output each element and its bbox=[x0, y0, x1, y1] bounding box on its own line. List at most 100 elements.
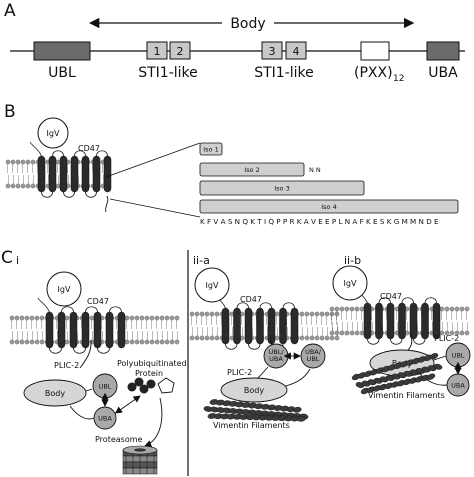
transmembrane-helix bbox=[70, 155, 79, 193]
lipid-head bbox=[354, 306, 360, 312]
lipid-tail bbox=[241, 326, 244, 337]
lipid-tail bbox=[46, 163, 49, 174]
panel-b-label: B bbox=[4, 102, 16, 122]
lipid-head bbox=[9, 315, 15, 321]
transmembrane-helix bbox=[105, 311, 114, 349]
lipid-tail bbox=[22, 174, 25, 185]
lipid-tail bbox=[90, 319, 93, 330]
lipid-head bbox=[214, 311, 220, 317]
lipid-tail bbox=[336, 321, 339, 332]
box-2-num: 2 bbox=[177, 45, 184, 58]
lipid-head bbox=[464, 306, 470, 312]
lipid-head bbox=[5, 159, 11, 165]
lipid-tail bbox=[300, 315, 303, 326]
lipid-head bbox=[329, 306, 335, 312]
lipid-tail bbox=[35, 319, 38, 330]
ubl-label-c-iib: UBL bbox=[452, 352, 465, 360]
lipid-tail bbox=[405, 310, 408, 321]
igv-stalk bbox=[29, 141, 42, 157]
lipid-head bbox=[314, 311, 320, 317]
sti1-label-b: STI1-like bbox=[254, 65, 314, 81]
lipid-tail bbox=[31, 163, 34, 174]
helix-loop bbox=[61, 306, 74, 313]
lipid-head bbox=[159, 339, 165, 345]
lipid-tail bbox=[211, 326, 214, 337]
lipid-tail bbox=[36, 330, 39, 341]
helix-loop bbox=[236, 302, 249, 309]
lipid-head bbox=[64, 315, 70, 321]
lipid-head bbox=[449, 306, 455, 312]
lipid-tail bbox=[130, 319, 133, 330]
lipid-tail bbox=[191, 326, 194, 337]
cd47-label-c-iia: CD47 bbox=[240, 295, 262, 304]
lipid-tail bbox=[196, 326, 199, 337]
lipid-head bbox=[159, 315, 165, 321]
lipid-head bbox=[329, 311, 335, 317]
transmembrane-helix bbox=[375, 302, 383, 340]
body-ubl-link bbox=[85, 388, 93, 392]
ubiquitin-chain bbox=[127, 377, 156, 394]
lipid-tail bbox=[266, 326, 269, 337]
lipid-head bbox=[314, 335, 320, 341]
lipid-tail bbox=[326, 326, 329, 337]
lipid-head bbox=[324, 311, 330, 317]
lipid-head bbox=[24, 339, 30, 345]
polyub-label-2: Protein bbox=[135, 369, 163, 378]
lipid-head bbox=[9, 339, 15, 345]
lipid-tail bbox=[17, 174, 20, 185]
transmembrane-helix bbox=[103, 155, 112, 193]
iso-1-bar bbox=[199, 142, 223, 156]
ubl-label-c-i: UBL bbox=[99, 383, 112, 391]
lipid-head bbox=[319, 311, 325, 317]
lipid-head bbox=[14, 339, 20, 345]
lipid-tail bbox=[265, 315, 268, 326]
transmembrane-helix bbox=[233, 307, 241, 345]
lipid-head bbox=[214, 335, 220, 341]
lipid-tail bbox=[102, 174, 105, 185]
nn-label: N N bbox=[309, 166, 321, 174]
cd47-label-c-i: CD47 bbox=[87, 297, 109, 306]
lipid-tail bbox=[321, 326, 324, 337]
lipid-head bbox=[55, 159, 61, 165]
iso-4-label: Iso 4 bbox=[321, 203, 336, 211]
helix-loop bbox=[97, 347, 110, 354]
lipid-tail bbox=[141, 330, 144, 341]
sti1-box-2 bbox=[169, 41, 191, 60]
transmembrane-helix bbox=[48, 155, 57, 193]
iso-4-sequence: K F V A S N Q K T I Q P P R K A V E E P … bbox=[200, 217, 439, 226]
lipid-tail bbox=[305, 315, 308, 326]
lipid-head bbox=[344, 306, 350, 312]
lipid-tail bbox=[56, 330, 59, 341]
lipid-tail bbox=[116, 330, 119, 341]
lipid-tail bbox=[445, 310, 448, 321]
lipid-tail bbox=[286, 326, 289, 337]
uba-body-link-iia bbox=[281, 368, 311, 388]
helix-loop bbox=[109, 306, 122, 313]
lipid-tail bbox=[341, 321, 344, 332]
membrane-b bbox=[5, 141, 112, 213]
lipid-head bbox=[189, 311, 195, 317]
lipid-head bbox=[189, 335, 195, 341]
uba-label: UBA bbox=[428, 65, 458, 81]
lipid-tail bbox=[215, 315, 218, 326]
lipid-head bbox=[15, 183, 21, 189]
lipid-head bbox=[309, 311, 315, 317]
lipid-tail bbox=[371, 321, 374, 332]
lipid-tail bbox=[30, 319, 33, 330]
lipid-tail bbox=[151, 330, 154, 341]
proteasome-label: Proteasome bbox=[95, 435, 143, 444]
lipid-tail bbox=[345, 310, 348, 321]
lipid-tail bbox=[200, 315, 203, 326]
lipid-tail bbox=[466, 321, 469, 332]
vimentin-filaments-c-iib bbox=[351, 353, 443, 395]
lipid-tail bbox=[315, 315, 318, 326]
lipid-tail bbox=[465, 310, 468, 321]
igv-domain-c-iia bbox=[194, 267, 230, 303]
lipid-tail bbox=[55, 319, 58, 330]
lipid-tail bbox=[91, 163, 94, 174]
ubiquitin-2 bbox=[134, 377, 144, 387]
lipid-head bbox=[274, 335, 280, 341]
helix-loop bbox=[378, 297, 391, 304]
lipid-tail bbox=[351, 321, 354, 332]
